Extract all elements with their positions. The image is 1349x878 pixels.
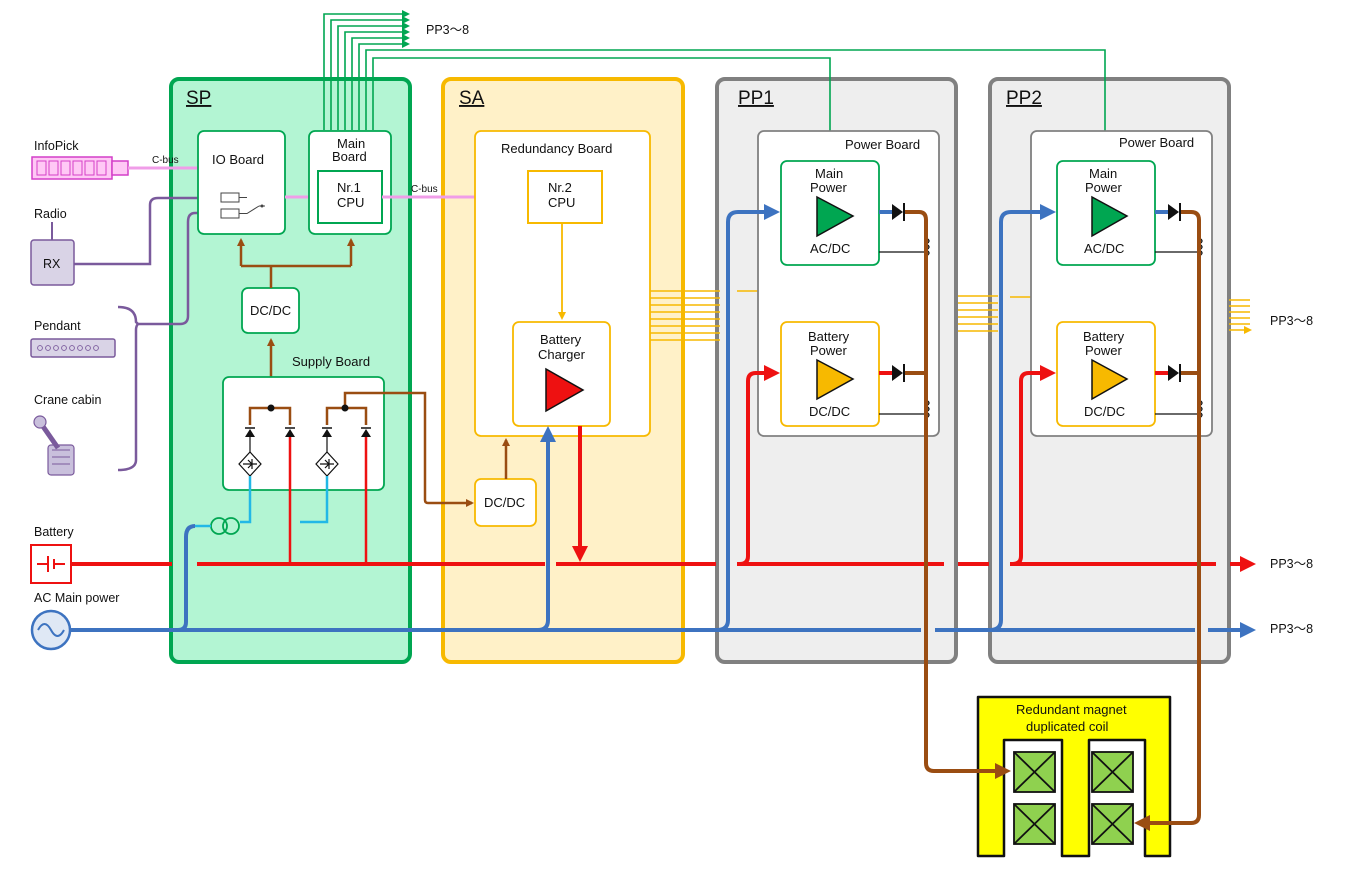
redundant-magnet: Redundant magnet duplicated coil [976,695,1172,858]
pp2-title: PP2 [1006,88,1042,109]
pp2-battery-amplifier-icon [1091,358,1129,401]
battery-label: Battery [34,525,74,539]
rx-label: RX [43,257,61,271]
radio-label: Radio [34,207,67,221]
pp2-battery-power-label-1: Battery [1083,329,1125,344]
red-rail [71,365,1256,572]
ac-main-label: AC Main power [34,591,119,605]
cpu2-label-1: Nr.2 [548,180,572,195]
radio-device: Radio RX [30,207,75,286]
infopick-label: InfoPick [34,139,79,153]
pp1-battery-power-label-1: Battery [808,329,850,344]
blue-rail [70,204,1256,638]
pp1-power-board-label: Power Board [845,137,920,152]
pp1-battery-power-label-2: Power [810,343,848,358]
main-board-label-2: Board [332,149,367,164]
green-signal-bundle [323,10,1109,162]
infopick-device: InfoPick [31,139,129,180]
sp-dcdc-label: DC/DC [250,303,291,318]
charger-label-2: Charger [538,347,586,362]
sa-dcdc-label: DC/DC [484,495,525,510]
magnet-label-2: duplicated coil [1026,719,1108,734]
cpu1-label-1: Nr.1 [337,180,361,195]
ac-source: AC Main power [30,591,119,651]
pp2-battery-power-label-2: Power [1085,343,1123,358]
charger-label-1: Battery [540,332,582,347]
pp2-acdc-label: AC/DC [1084,241,1124,256]
pp2-power-board: Power Board Main Power AC/DC Battery Pow… [1030,130,1213,437]
cpu2-label-2: CPU [548,195,575,210]
pp1-battery-amplifier-icon [816,358,855,401]
coil-feeds [905,210,1201,831]
redundancy-board-label: Redundancy Board [501,141,612,156]
magnet-label-1: Redundant magnet [1016,702,1127,717]
pp2-main-power-label-1: Main [1089,166,1117,181]
pp1-main-power-label-2: Power [810,180,848,195]
sp-dcdc: DC/DC [241,287,300,334]
crane-cabin-device: Crane cabin [33,393,101,476]
pp2-dcdc-label: DC/DC [1084,404,1125,419]
pp1-title: PP1 [738,88,774,109]
pendant-device: Pendant [30,319,116,358]
redundancy-board: Redundancy Board Nr.2 CPU Battery Charge… [474,130,651,437]
io-board: IO Board [197,130,286,235]
pp2-main-amplifier-icon [1091,195,1129,238]
main-board-label-1: Main [337,136,365,151]
pendant-label: Pendant [34,319,81,333]
cbus-label-mid: C-bus [411,184,438,195]
sp-title: SP [186,88,211,109]
pp1-main-power-label-1: Main [815,166,843,181]
purple-wiring [74,196,221,472]
output-label-top: PP3～8 [426,23,469,37]
output-label-red: PP3～8 [1270,557,1313,571]
pp1-main-amplifier-icon [816,195,855,238]
io-board-label: IO Board [212,152,264,167]
supply-board: Supply Board [195,354,474,563]
pp2-power-board-label: Power Board [1119,135,1194,150]
pp2-main-power-label-2: Power [1085,180,1123,195]
pp1-acdc-label: AC/DC [810,241,850,256]
pp1-power-board: Power Board Main Power AC/DC Battery Pow… [757,130,940,437]
battery-source: Battery [30,525,74,584]
sa-dcdc: DC/DC [474,478,537,527]
cbus-label-left: C-bus [152,155,179,166]
charger-amplifier-icon [545,367,585,413]
output-label-yellow: PP3～8 [1270,314,1313,328]
cpu1-label-2: CPU [337,195,364,210]
crane-cabin-label: Crane cabin [34,393,101,407]
output-label-blue: PP3～8 [1270,622,1313,636]
supply-board-label: Supply Board [292,354,370,369]
pp1-dcdc-label: DC/DC [809,404,850,419]
sa-title: SA [459,88,485,109]
main-board: Main Board Nr.1 CPU [308,130,392,235]
